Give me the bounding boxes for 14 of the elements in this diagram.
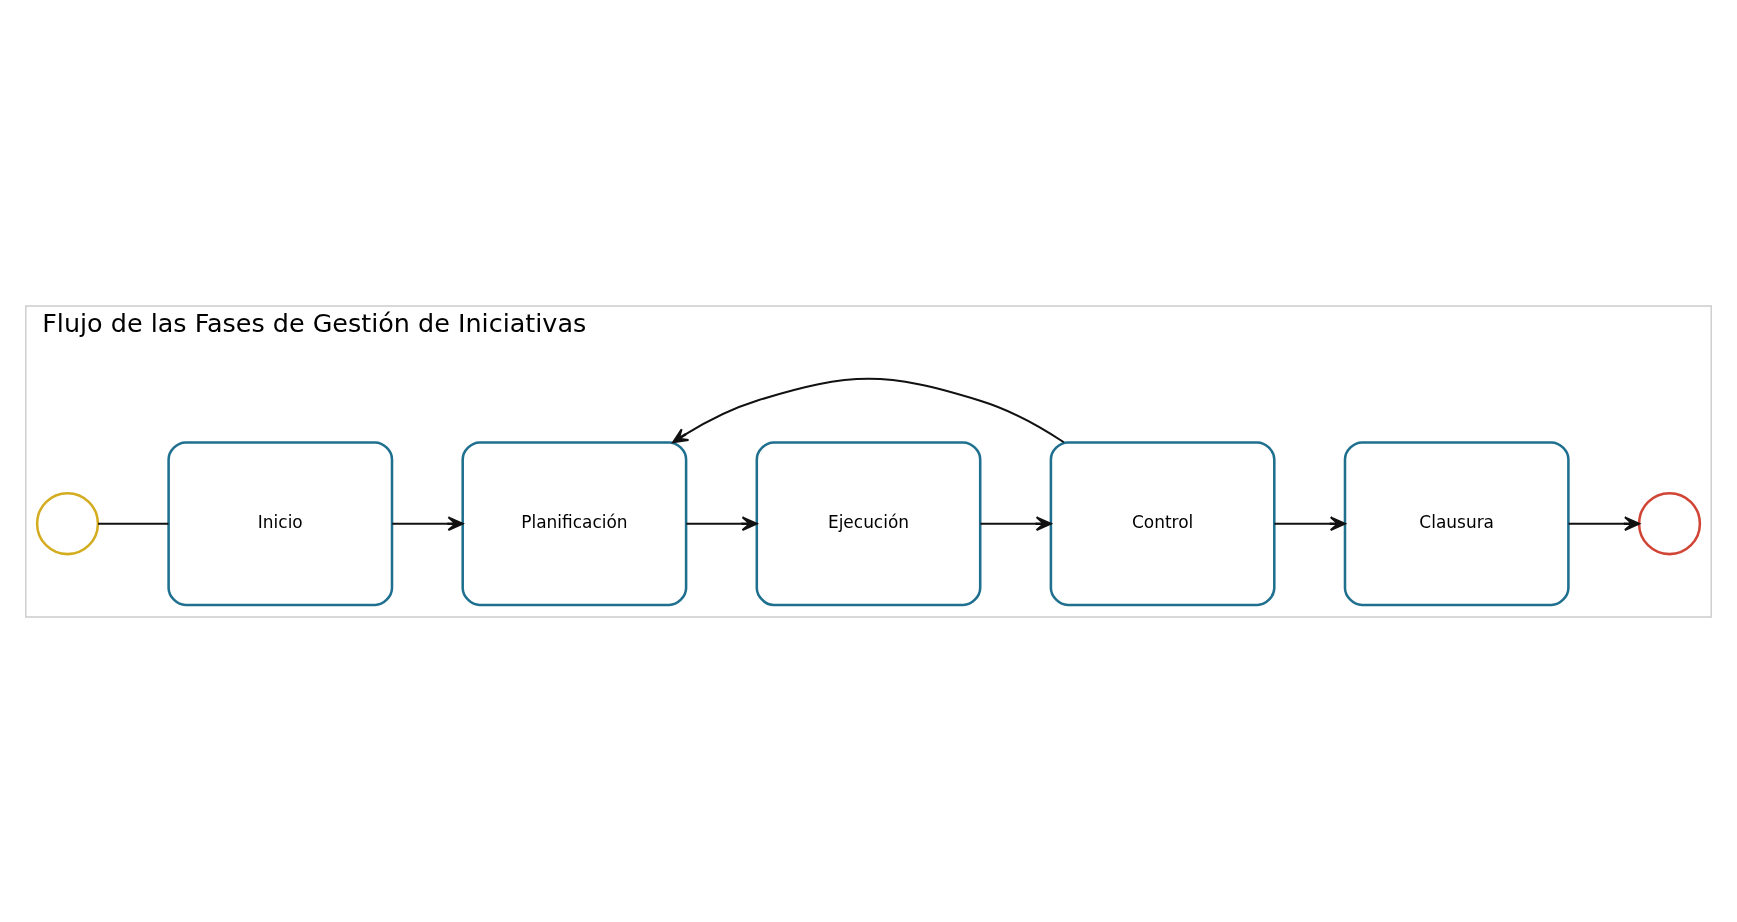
node-box: Inicio	[167, 440, 394, 606]
node-box: Ejecución	[755, 440, 982, 606]
node-box: Clausura	[1343, 440, 1570, 606]
node-circle	[1637, 491, 1702, 555]
connector	[97, 522, 170, 525]
arrow	[979, 515, 1052, 531]
arrow	[1273, 515, 1346, 531]
node-box: Planificación	[461, 440, 688, 606]
arrow	[391, 515, 464, 531]
node-box: Control	[1049, 440, 1276, 606]
arrow	[685, 515, 758, 531]
arrow	[1567, 515, 1641, 531]
arrow	[672, 377, 1065, 443]
node-circle	[35, 491, 100, 555]
